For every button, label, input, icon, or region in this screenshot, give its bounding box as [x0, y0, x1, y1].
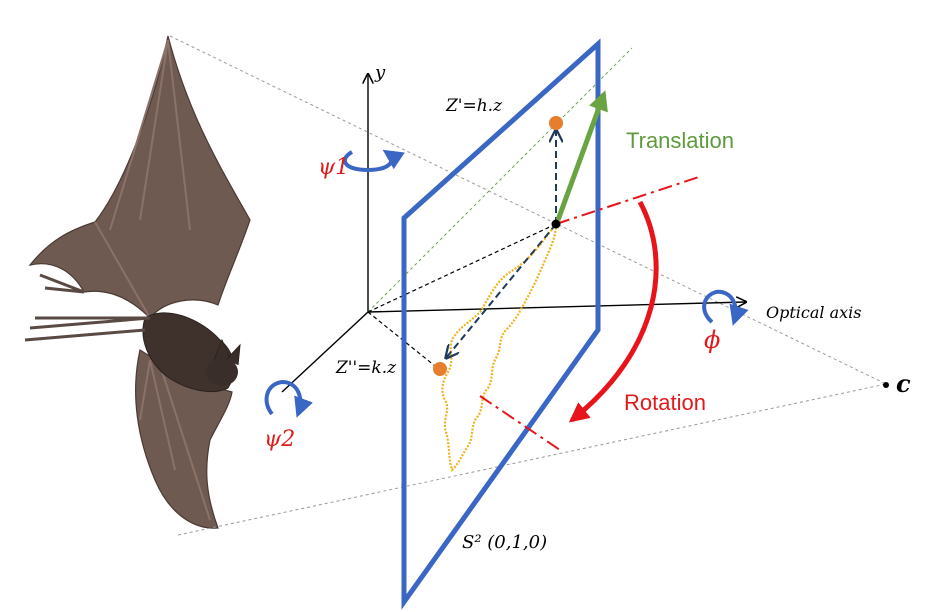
phi-rotate-icon	[702, 289, 749, 326]
trajectory-curve	[441, 220, 558, 472]
optical-axis-label: Optical axis	[766, 303, 862, 322]
phi-label: ϕ	[704, 326, 720, 354]
psi2-rotate-icon	[264, 379, 313, 418]
bat-wing-bones	[94, 39, 191, 319]
rotation-label: Rotation	[624, 390, 706, 415]
translation-label: Translation	[626, 128, 734, 153]
rotation-arrow	[568, 200, 659, 423]
z-axis-line	[281, 311, 369, 393]
z-double-prime-label: Z''=k.z	[335, 358, 397, 378]
upper-projected-point	[549, 116, 563, 130]
optical-axis-line	[367, 302, 746, 313]
lower-projected-point	[433, 362, 447, 376]
downward-projection-arrow	[446, 223, 557, 358]
origin-point	[551, 219, 561, 229]
frustum-lines	[169, 35, 887, 536]
sphere-label: S² (0,1,0)	[462, 532, 547, 553]
translation-guide-line	[367, 47, 633, 313]
y-axis-label: y	[374, 62, 386, 83]
translation-arrow	[555, 90, 608, 221]
coordinate-axes	[281, 74, 746, 393]
z-prime-label: Z'=h.z	[445, 96, 503, 116]
camera-center-dot	[883, 382, 889, 388]
bat-upper-wing	[28, 35, 251, 319]
psi1-label: ψ1	[318, 155, 349, 180]
bat-head	[206, 358, 238, 386]
psi2-label: ψ2	[264, 427, 295, 452]
psi1-rotate-icon	[342, 149, 405, 173]
camera-center-label: c	[896, 369, 911, 398]
image-plane	[401, 38, 601, 610]
bat-lower-bones	[139, 359, 211, 521]
rotation-axis	[479, 175, 703, 451]
bat-illustration	[24, 35, 251, 529]
bat-ears	[213, 338, 241, 366]
projection-lines	[367, 223, 557, 371]
bat-feet	[24, 273, 151, 342]
